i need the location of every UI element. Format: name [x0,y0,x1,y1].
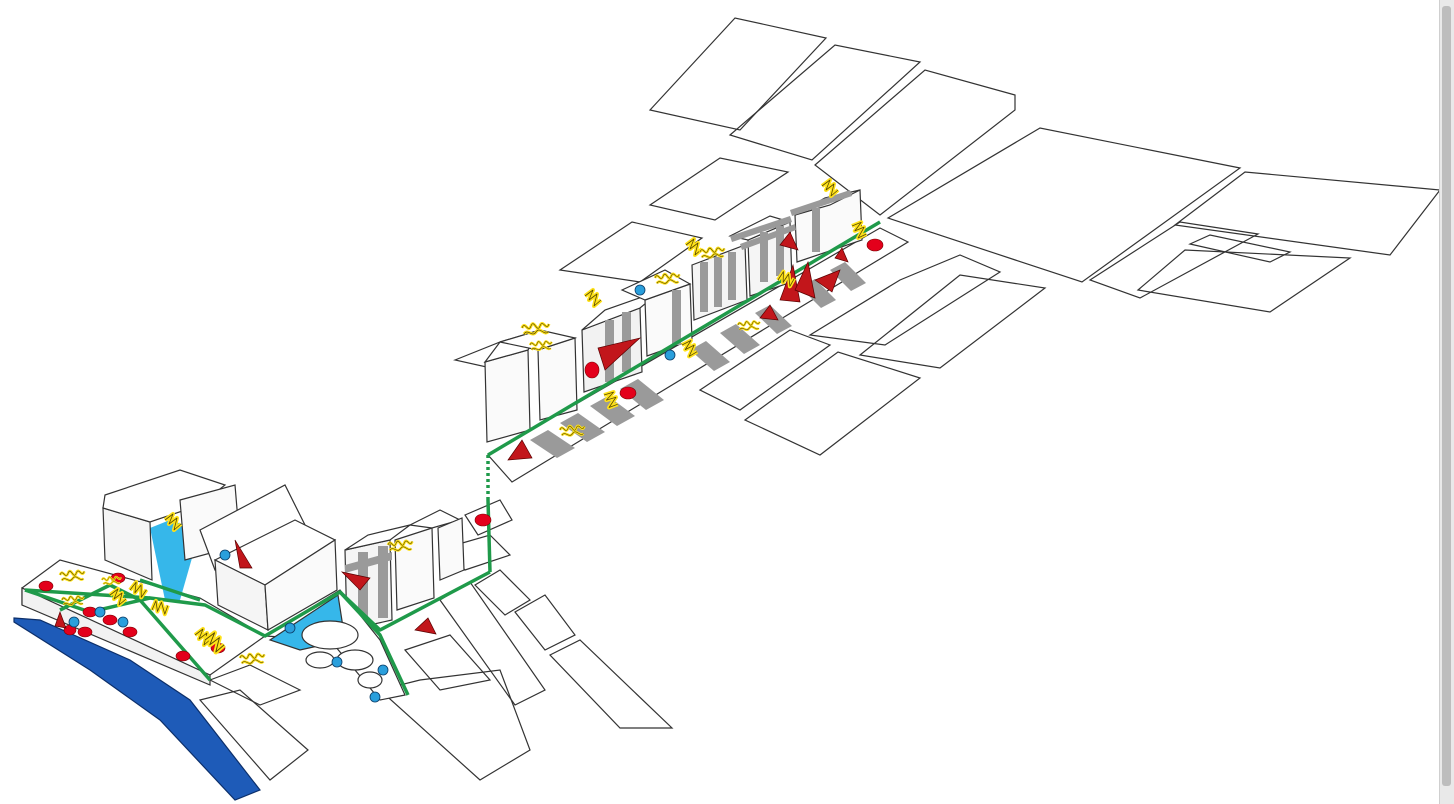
red-cone-icon [54,231,849,635]
upper-buildings [483,189,863,443]
blue-dot-icon [68,284,676,703]
middle-buildings [344,509,465,631]
lower-district [13,469,406,801]
vertical-scrollbar[interactable] [1439,0,1454,804]
green-path [24,220,881,696]
parcels-outline [452,17,1442,456]
scrollbar-thumb[interactable] [1442,6,1451,786]
